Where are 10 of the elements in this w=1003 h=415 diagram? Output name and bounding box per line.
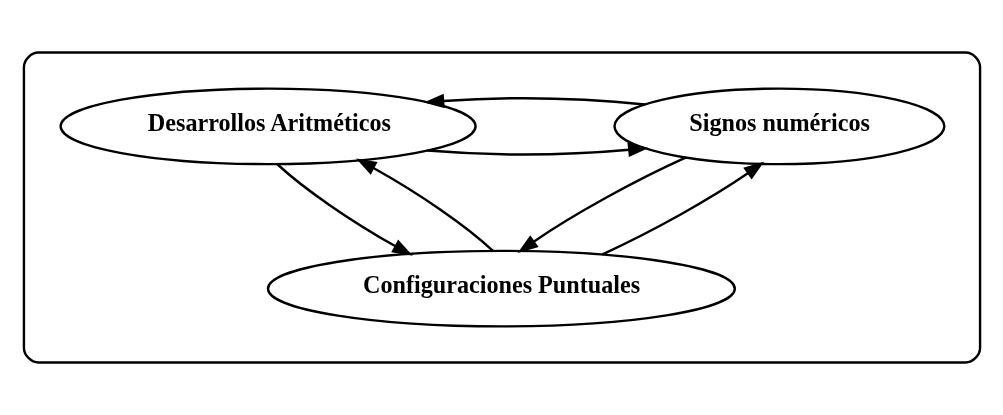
cluster [22, 51, 981, 364]
node-ellipse: Signos numéricos [612, 87, 946, 166]
node-ellipse: Configuraciones Puntuales [266, 249, 736, 328]
arrow [517, 156, 687, 254]
arrow [601, 161, 764, 256]
arrow [426, 142, 649, 158]
arrow [423, 93, 645, 109]
arrow [355, 158, 494, 252]
arrow [276, 163, 413, 256]
node-ellipse: Desarrollos Aritméticos [58, 87, 477, 166]
